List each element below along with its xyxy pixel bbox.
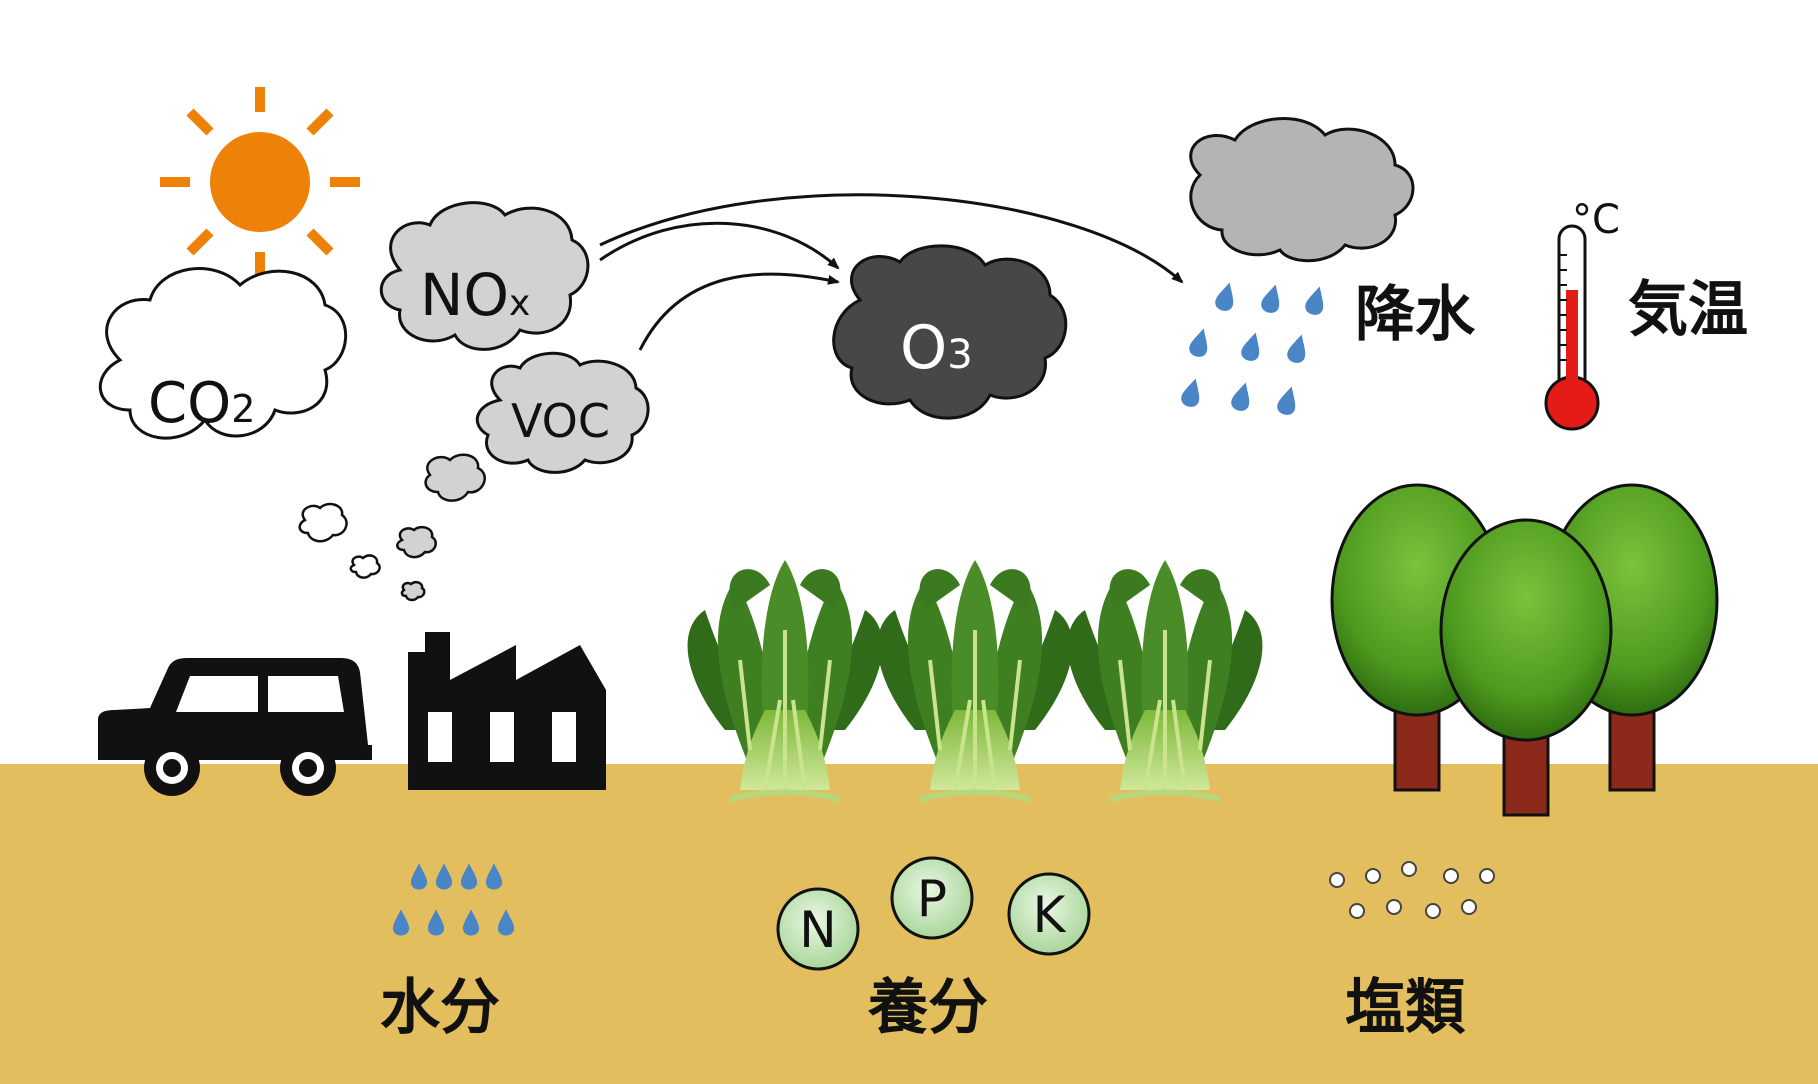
nutrients-label: 養分 (867, 973, 988, 1043)
salts-label: 塩類 (1345, 973, 1466, 1043)
temperature-label: 気温 (1628, 275, 1748, 345)
vegetable-icon (688, 560, 1263, 800)
factory-icon (408, 632, 606, 790)
arrow-nox-to-ozone (599, 221, 840, 270)
nutrients-icon: N P K (776, 856, 1091, 971)
thermometer-icon (1544, 224, 1600, 431)
rain-cloud-icon (1189, 117, 1415, 263)
nutrient-p: P (890, 856, 974, 940)
co2-cloud: CO2 (98, 267, 348, 440)
co2-label: CO2 (148, 371, 255, 436)
voc-label: VOC (511, 394, 610, 448)
celsius-symbol: °C (1572, 197, 1620, 243)
ozone-cloud: O3 (832, 244, 1068, 420)
nutrient-k: K (1007, 872, 1091, 956)
reaction-arrows (599, 193, 1184, 351)
nox-cloud: NOx (379, 201, 590, 351)
svg-text:P: P (917, 870, 947, 928)
smoke-puffs (298, 453, 486, 602)
precipitation-label: 降水 (1355, 280, 1476, 350)
svg-text:N: N (799, 901, 836, 959)
arrow-to-precipitation (599, 193, 1184, 284)
svg-text:K: K (1033, 886, 1067, 944)
car-icon (98, 658, 372, 796)
arrow-voc-to-ozone (638, 272, 840, 351)
nox-label: NOx (420, 261, 530, 329)
tree-icon (1330, 483, 1719, 817)
voc-cloud: VOC (475, 351, 650, 474)
nutrient-n: N (776, 887, 860, 971)
ozone-label: O3 (900, 313, 973, 383)
water-label: 水分 (380, 973, 500, 1043)
raindrops (1179, 280, 1329, 417)
salt-particles-icon (1329, 861, 1495, 919)
sun-icon (160, 87, 360, 277)
